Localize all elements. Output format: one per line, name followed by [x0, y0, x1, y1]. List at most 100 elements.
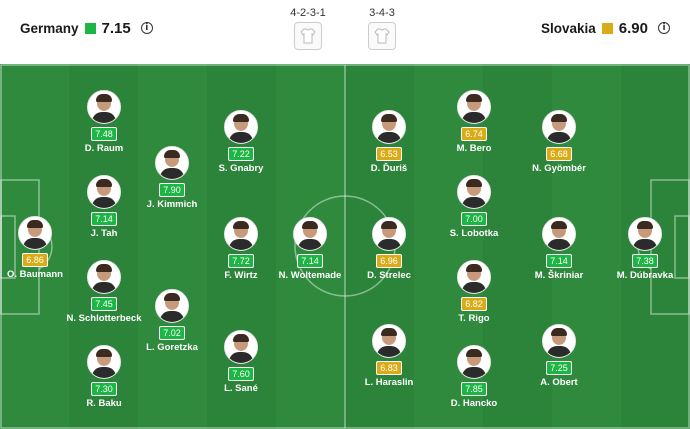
player-avatar: [372, 217, 406, 251]
player-card[interactable]: 6.74 M. Bero: [429, 90, 519, 154]
player-card[interactable]: 7.72 F. Wirtz: [196, 217, 286, 281]
player-avatar: [372, 324, 406, 358]
player-rating-badge: 7.00: [461, 212, 487, 226]
away-formation: 3-4-3: [369, 7, 395, 19]
home-formation: 4-2-3-1: [290, 7, 326, 19]
player-rating-badge: 7.48: [91, 127, 117, 141]
player-name: J. Tah: [90, 228, 118, 239]
player-avatar: [224, 110, 258, 144]
away-team-name: Slovakia: [541, 20, 596, 36]
player-name: L. Goretzka: [146, 342, 198, 353]
player-card[interactable]: 7.45 N. Schlotterbeck: [59, 260, 149, 324]
info-icon[interactable]: i: [140, 22, 153, 34]
player-card[interactable]: 7.14 M. Škriniar: [514, 217, 604, 281]
player-avatar: [628, 217, 662, 251]
player-name: N. Gyömbér: [532, 163, 586, 174]
player-rating-badge: 7.02: [159, 326, 185, 340]
player-name: N. Woltemade: [278, 270, 342, 281]
away-shirt-icon[interactable]: [368, 22, 396, 50]
info-icon[interactable]: i: [658, 22, 670, 34]
player-avatar: [224, 217, 258, 251]
player-card[interactable]: 6.96 D. Strelec: [344, 217, 434, 281]
player-name: O. Baumann: [7, 269, 63, 280]
player-rating-badge: 6.96: [376, 254, 402, 268]
player-card[interactable]: 7.02 L. Goretzka: [127, 289, 217, 353]
player-name: M. Bero: [456, 143, 492, 154]
player-name: D. Hancko: [450, 398, 498, 409]
match-header: Germany 7.15 i 4-2-3-1 3-4-3 Slovakia 6.…: [0, 0, 690, 64]
player-rating-badge: 7.72: [228, 254, 254, 268]
player-card[interactable]: 7.85 D. Hancko: [429, 345, 519, 409]
player-name: S. Lobotka: [449, 228, 499, 239]
player-avatar: [224, 330, 258, 364]
player-name: N. Schlotterbeck: [66, 313, 142, 324]
player-avatar: [457, 260, 491, 294]
player-name: D. Raum: [84, 143, 124, 154]
player-avatar: [87, 345, 121, 379]
player-rating-badge: 7.14: [91, 212, 117, 226]
player-card[interactable]: 6.82 T. Rigo: [429, 260, 519, 324]
player-rating-badge: 6.86: [22, 253, 48, 267]
player-rating-badge: 7.45: [91, 297, 117, 311]
player-avatar: [372, 110, 406, 144]
player-card[interactable]: 6.86 O. Baumann: [0, 216, 80, 280]
player-card[interactable]: 7.48 D. Raum: [59, 90, 149, 154]
player-avatar: [155, 289, 189, 323]
home-team-rating-indicator: [84, 22, 96, 34]
player-rating-badge: 7.30: [91, 382, 117, 396]
player-rating-badge: 7.85: [461, 382, 487, 396]
player-rating-badge: 6.82: [461, 297, 487, 311]
player-name: J. Kimmich: [146, 199, 198, 210]
player-name: A. Obert: [540, 377, 578, 388]
player-avatar: [457, 175, 491, 209]
player-rating-badge: 7.14: [546, 254, 572, 268]
player-card[interactable]: 7.38 M. Dúbravka: [600, 217, 690, 281]
player-avatar: [542, 217, 576, 251]
player-card[interactable]: 7.30 R. Baku: [59, 345, 149, 409]
player-avatar: [293, 217, 327, 251]
player-name: M. Škriniar: [534, 270, 584, 281]
player-rating-badge: 6.83: [376, 361, 402, 375]
player-avatar: [542, 324, 576, 358]
player-avatar: [87, 175, 121, 209]
player-card[interactable]: 7.14 J. Tah: [59, 175, 149, 239]
player-avatar: [18, 216, 52, 250]
away-team-rating-indicator: [601, 22, 613, 34]
player-card[interactable]: 7.22 S. Gnabry: [196, 110, 286, 174]
player-avatar: [155, 146, 189, 180]
home-team-rating: 7.15: [101, 19, 131, 37]
player-rating-badge: 6.68: [546, 147, 572, 161]
player-rating-badge: 7.90: [159, 183, 185, 197]
player-rating-badge: 7.38: [632, 254, 658, 268]
home-team-name: Germany: [20, 20, 79, 36]
player-name: S. Gnabry: [218, 163, 264, 174]
home-shirt-icon[interactable]: [294, 22, 322, 50]
player-card[interactable]: 6.53 D. Ďuriš: [344, 110, 434, 174]
player-rating-badge: 6.74: [461, 127, 487, 141]
player-name: F. Wirtz: [224, 270, 258, 281]
player-avatar: [87, 260, 121, 294]
player-rating-badge: 7.25: [546, 361, 572, 375]
player-rating-badge: 6.53: [376, 147, 402, 161]
player-rating-badge: 7.22: [228, 147, 254, 161]
player-card[interactable]: 6.83 L. Haraslin: [344, 324, 434, 388]
player-name: R. Baku: [86, 398, 122, 409]
player-rating-badge: 7.14: [297, 254, 323, 268]
player-name: D. Ďuriš: [370, 163, 408, 174]
player-avatar: [87, 90, 121, 124]
player-name: D. Strelec: [367, 270, 411, 281]
player-rating-badge: 7.60: [228, 367, 254, 381]
player-card[interactable]: 7.00 S. Lobotka: [429, 175, 519, 239]
player-avatar: [457, 345, 491, 379]
player-card[interactable]: 7.25 A. Obert: [514, 324, 604, 388]
player-name: T. Rigo: [458, 313, 490, 324]
away-team-summary: Slovakia 6.90 i: [541, 17, 670, 39]
player-card[interactable]: 6.68 N. Gyömbér: [514, 110, 604, 174]
player-card[interactable]: 7.14 N. Woltemade: [265, 217, 355, 281]
home-team-summary: Germany 7.15 i: [20, 17, 153, 39]
player-name: M. Dúbravka: [616, 270, 674, 281]
player-name: L. Haraslin: [364, 377, 414, 388]
player-card[interactable]: 7.90 J. Kimmich: [127, 146, 217, 210]
